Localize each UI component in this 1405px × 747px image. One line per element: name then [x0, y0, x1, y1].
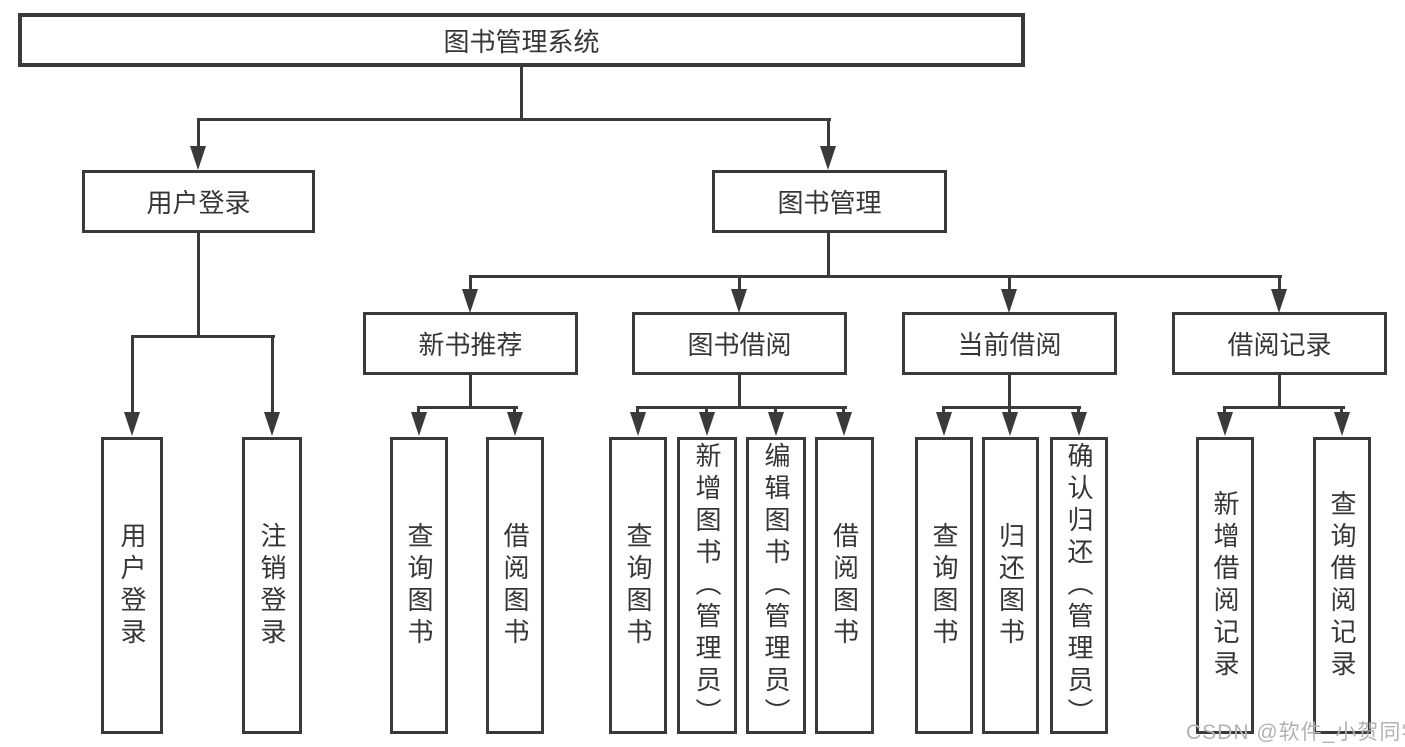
connector-line	[1278, 275, 1281, 291]
leaf-label: 确认归还（管理员）	[1064, 441, 1094, 730]
arrowhead-down-icon	[630, 412, 646, 436]
leaf-borrow-books: 借阅图书	[486, 437, 544, 734]
leaf-label: 查询图书	[623, 521, 653, 650]
connector-line	[738, 275, 741, 291]
connector-line	[469, 275, 472, 291]
connector-line	[271, 335, 274, 413]
connector-line	[705, 406, 708, 416]
leaf-confirm-return-admin: 确认归还（管理员）	[1050, 437, 1108, 734]
arrowhead-down-icon	[1002, 412, 1018, 436]
leaf-label: 编辑图书（管理员）	[761, 441, 791, 730]
leaf-return-books: 归还图书	[982, 437, 1039, 734]
leaf-borrow-books: 借阅图书	[815, 437, 874, 734]
arrowhead-down-icon	[699, 412, 715, 436]
node-current-borrowing: 当前借阅	[902, 312, 1117, 375]
leaf-label: 查询图书	[404, 521, 434, 650]
node-book-borrowing: 图书借阅	[632, 312, 847, 375]
arrowhead-down-icon	[731, 289, 747, 313]
arrowhead-down-icon	[462, 289, 478, 313]
leaf-label: 新增借阅记录	[1210, 489, 1240, 682]
arrowhead-down-icon	[936, 412, 952, 436]
connector-line	[197, 118, 200, 150]
leaf-label: 用户登录	[117, 521, 147, 650]
arrowhead-down-icon	[1071, 412, 1087, 436]
node-borrowing-records: 借阅记录	[1172, 312, 1387, 375]
leaf-label: 注销登录	[257, 521, 287, 650]
connector-line	[1008, 406, 1011, 416]
leaf-label: 查询借阅记录	[1327, 489, 1357, 682]
leaf-query-books: 查询图书	[609, 437, 667, 734]
arrowhead-down-icon	[1001, 289, 1017, 313]
connector-line	[1340, 406, 1343, 416]
node-label: 用户登录	[146, 188, 251, 218]
node-label: 当前借阅	[957, 330, 1062, 360]
connector-line	[520, 66, 523, 120]
arrowhead-down-icon	[507, 412, 523, 436]
node-label: 借阅记录	[1227, 330, 1332, 360]
node-label: 图书借阅	[687, 330, 792, 360]
connector-line	[942, 406, 1081, 409]
leaf-label: 新增图书（管理员）	[692, 441, 722, 730]
leaf-logout: 注销登录	[242, 437, 302, 734]
connector-line	[636, 406, 847, 409]
leaf-add-borrow-record: 新增借阅记录	[1196, 437, 1254, 734]
leaf-query-borrow-record: 查询借阅记录	[1313, 437, 1371, 734]
connector-line	[1278, 373, 1281, 409]
arrowhead-down-icon	[264, 412, 280, 436]
connector-line	[942, 406, 945, 416]
arrowhead-down-icon	[820, 146, 836, 170]
arrowhead-down-icon	[768, 412, 784, 436]
node-label: 图书管理	[777, 188, 882, 218]
connector-line	[131, 335, 134, 413]
connector-line	[1008, 373, 1011, 409]
arrowhead-down-icon	[1334, 412, 1350, 436]
node-label: 图书管理系统	[443, 26, 600, 57]
arrowhead-down-icon	[190, 146, 206, 170]
leaf-query-books: 查询图书	[915, 437, 973, 734]
connector-line	[417, 406, 420, 416]
connector-line	[827, 231, 830, 278]
connector-line	[131, 335, 275, 338]
connector-line	[842, 406, 845, 416]
connector-line	[1008, 275, 1011, 291]
connector-line	[417, 406, 518, 409]
connector-line	[636, 406, 639, 416]
connector-line	[197, 231, 200, 336]
connector-line	[1077, 406, 1080, 416]
connector-line	[1223, 406, 1345, 409]
connector-line	[469, 373, 472, 409]
arrowhead-down-icon	[1217, 412, 1233, 436]
leaf-label: 借阅图书	[500, 521, 530, 650]
node-new-book-recommendation: 新书推荐	[363, 312, 578, 375]
node-user-login: 用户登录	[82, 170, 315, 233]
arrowhead-down-icon	[411, 412, 427, 436]
connector-line	[469, 275, 1282, 278]
leaf-label: 查询图书	[929, 521, 959, 650]
connector-line	[827, 118, 830, 150]
connector-line	[1223, 406, 1226, 416]
leaf-query-books: 查询图书	[390, 437, 448, 734]
node-book-management: 图书管理	[712, 170, 947, 233]
connector-line	[738, 373, 741, 409]
leaf-label: 借阅图书	[829, 521, 860, 650]
arrowhead-down-icon	[124, 412, 140, 436]
csdn-watermark: CSDN @软件_小贺同学	[1186, 721, 1405, 744]
arrowhead-down-icon	[1271, 289, 1287, 313]
connector-line	[197, 118, 831, 121]
leaf-edit-books-admin: 编辑图书（管理员）	[746, 437, 806, 734]
node-label: 新书推荐	[418, 330, 523, 360]
leaf-add-books-admin: 新增图书（管理员）	[677, 437, 737, 734]
connector-line	[774, 406, 777, 416]
connector-line	[513, 406, 516, 416]
leaf-label: 归还图书	[995, 521, 1026, 650]
leaf-user-login: 用户登录	[101, 437, 163, 734]
arrowhead-down-icon	[836, 412, 852, 436]
node-library-management-system: 图书管理系统	[18, 13, 1025, 67]
